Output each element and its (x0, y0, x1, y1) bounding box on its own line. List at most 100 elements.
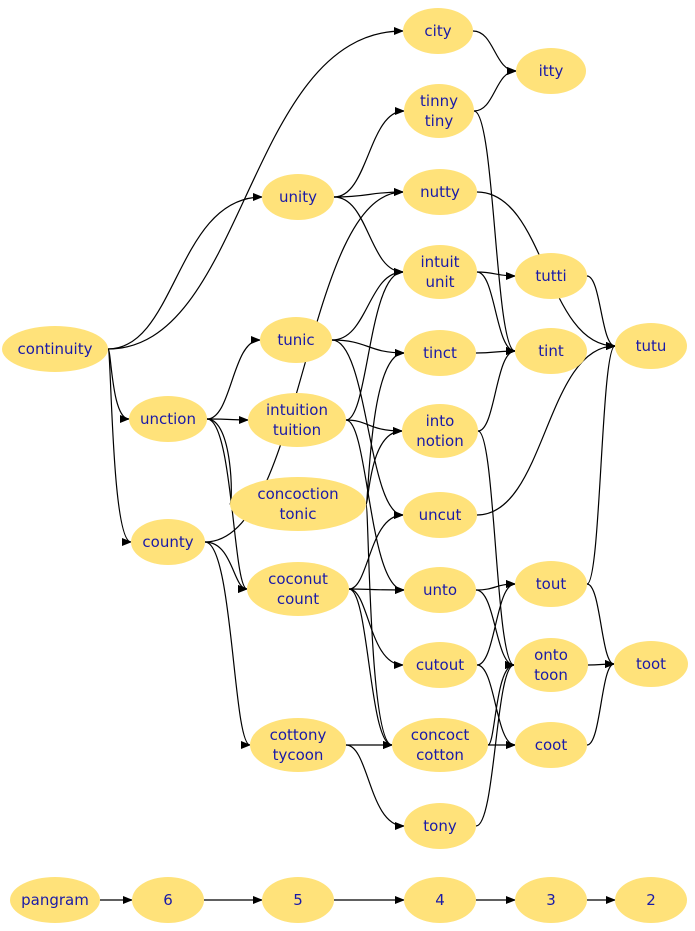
node-county-label-0: county (142, 533, 193, 551)
node-cottony_tycoon-label-0: cottony (270, 726, 327, 744)
node-n3-label-0: 3 (546, 891, 556, 909)
node-onto_toon: onto toon (514, 638, 588, 692)
node-tutti-shape (515, 253, 587, 299)
node-n6-shape (132, 877, 204, 923)
node-uncut-shape (403, 492, 477, 538)
edge-continuity-to-city (107, 27, 404, 350)
edge-continuity-to-county (107, 348, 132, 546)
edge-unity-to-intuit_unit (333, 196, 404, 276)
node-uncut-label-0: uncut (419, 506, 462, 524)
node-county-shape (131, 519, 205, 565)
node-cutout: cutout (403, 642, 477, 688)
edge-intuition_tuition-to-intuit_unit (345, 268, 404, 421)
node-continuity-label-0: continuity (18, 340, 93, 358)
node-city-label-0: city (424, 22, 451, 40)
edge-uncut-to-tutu (476, 342, 616, 516)
edge-coot-to-toot (586, 660, 615, 746)
edge-unity-to-tinny_tiny (333, 107, 405, 198)
node-n2: 2 (615, 877, 687, 923)
edge-unction-to-tunic (206, 336, 261, 420)
edge-continuity-to-unction (107, 348, 130, 423)
edge-tinny_tiny-to-tint (473, 110, 516, 355)
edge-tony-to-onto_toon (475, 661, 515, 827)
node-pangram-label-0: pangram (21, 891, 89, 909)
node-into_notion-label-0: into (426, 412, 455, 430)
node-cutout-shape (403, 642, 477, 688)
node-city: city (403, 8, 473, 54)
node-county: county (131, 519, 205, 565)
node-n4-shape (404, 877, 476, 923)
node-coconut_count-label-1: count (277, 590, 319, 608)
node-itty: itty (516, 48, 586, 94)
node-continuity-shape (2, 326, 108, 372)
node-tint-label-0: tint (538, 342, 564, 360)
edge-city-to-itty (472, 30, 517, 75)
edge-intuition_tuition-to-unto (345, 419, 405, 594)
node-n6: 6 (132, 877, 204, 923)
node-tony-shape (404, 803, 476, 849)
node-n5: 5 (262, 877, 334, 923)
node-tint: tint (515, 328, 587, 374)
edge-intuit_unit-to-tutti (476, 271, 516, 280)
node-onto_toon-label-1: toon (534, 666, 568, 684)
edge-county-to-nutty (204, 188, 404, 543)
node-unction: unction (129, 396, 207, 442)
node-unction-label-0: unction (140, 410, 196, 428)
node-concoction_tonic-label-0: concoction (257, 485, 338, 503)
edge-tout-to-toot (586, 583, 615, 668)
node-tinny_tiny: tinny tiny (404, 84, 474, 138)
node-tutti: tutti (515, 253, 587, 299)
node-tinct: tinct (404, 330, 476, 376)
edge-coconut_count-to-unto (348, 585, 405, 594)
node-coconut_count-shape (247, 562, 349, 616)
edge-unction-to-concoction_tonic (206, 418, 240, 508)
node-onto_toon-shape (514, 638, 588, 692)
node-itty-shape (516, 48, 586, 94)
node-tony: tony (404, 803, 476, 849)
node-intuit_unit-label-0: intuit (420, 253, 459, 271)
node-tutu-shape (615, 323, 687, 369)
node-coot-shape (515, 722, 587, 768)
node-concoction_tonic-label-1: tonic (280, 505, 317, 523)
node-n5-shape (262, 877, 334, 923)
node-tinny_tiny-shape (404, 84, 474, 138)
node-tout-label-0: tout (536, 575, 567, 593)
node-tout-shape (515, 561, 587, 607)
edge-into_notion-to-onto_toon (477, 430, 515, 669)
node-concoct_cotton-label-1: cotton (416, 746, 464, 764)
node-onto_toon-label-0: onto (534, 646, 568, 664)
node-cottony_tycoon-label-1: tycoon (273, 746, 324, 764)
node-coot: coot (515, 722, 587, 768)
node-tint-shape (515, 328, 587, 374)
node-tony-label-0: tony (423, 817, 457, 835)
node-cottony_tycoon: cottony tycoon (250, 718, 346, 772)
edges-layer (99, 27, 616, 904)
edge-intuit_unit-to-tint (476, 271, 516, 355)
node-n3: 3 (515, 877, 587, 923)
node-tinny_tiny-label-1: tiny (425, 112, 454, 130)
node-n6-label-0: 6 (163, 891, 173, 909)
edge-onto_toon-to-toot (587, 660, 615, 669)
node-n2-label-0: 2 (646, 891, 656, 909)
node-tutu: tutu (615, 323, 687, 369)
node-concoct_cotton-shape (392, 718, 488, 772)
edge-continuity-to-unity (107, 193, 263, 350)
node-tout: tout (515, 561, 587, 607)
node-cottony_tycoon-shape (250, 718, 346, 772)
node-tinct-label-0: tinct (423, 344, 457, 362)
edge-concoction_tonic-to-tinct (365, 349, 405, 505)
node-n4: 4 (404, 877, 476, 923)
node-itty-label-0: itty (539, 62, 564, 80)
node-toot: toot (614, 641, 688, 687)
edge-tout-to-tutu (586, 342, 616, 585)
edge-coconut_count-to-cutout (348, 588, 404, 669)
node-n5-label-0: 5 (293, 891, 303, 909)
edge-county-to-cottony_tycoon (204, 541, 251, 749)
edge-tinct-to-tint (475, 347, 516, 356)
node-tinny_tiny-label-0: tinny (420, 92, 458, 110)
node-n2-shape (615, 877, 687, 923)
